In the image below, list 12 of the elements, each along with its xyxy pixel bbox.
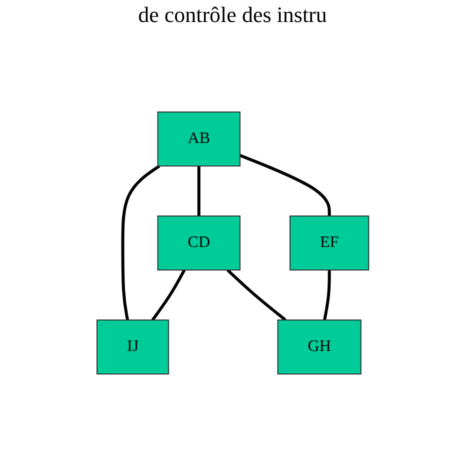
node-box: IJ: [96, 319, 169, 374]
connector: [197, 166, 200, 216]
node-box: EF: [289, 215, 369, 270]
node-box: CD: [156, 215, 240, 270]
connector: [239, 154, 330, 216]
title: de contrôle des instru: [137, 2, 328, 28]
connector: [150, 268, 186, 320]
connector: [322, 270, 330, 320]
connector: [226, 268, 286, 321]
node-box: GH: [276, 319, 362, 374]
connector: [120, 164, 160, 320]
node-box: AB: [156, 111, 240, 166]
